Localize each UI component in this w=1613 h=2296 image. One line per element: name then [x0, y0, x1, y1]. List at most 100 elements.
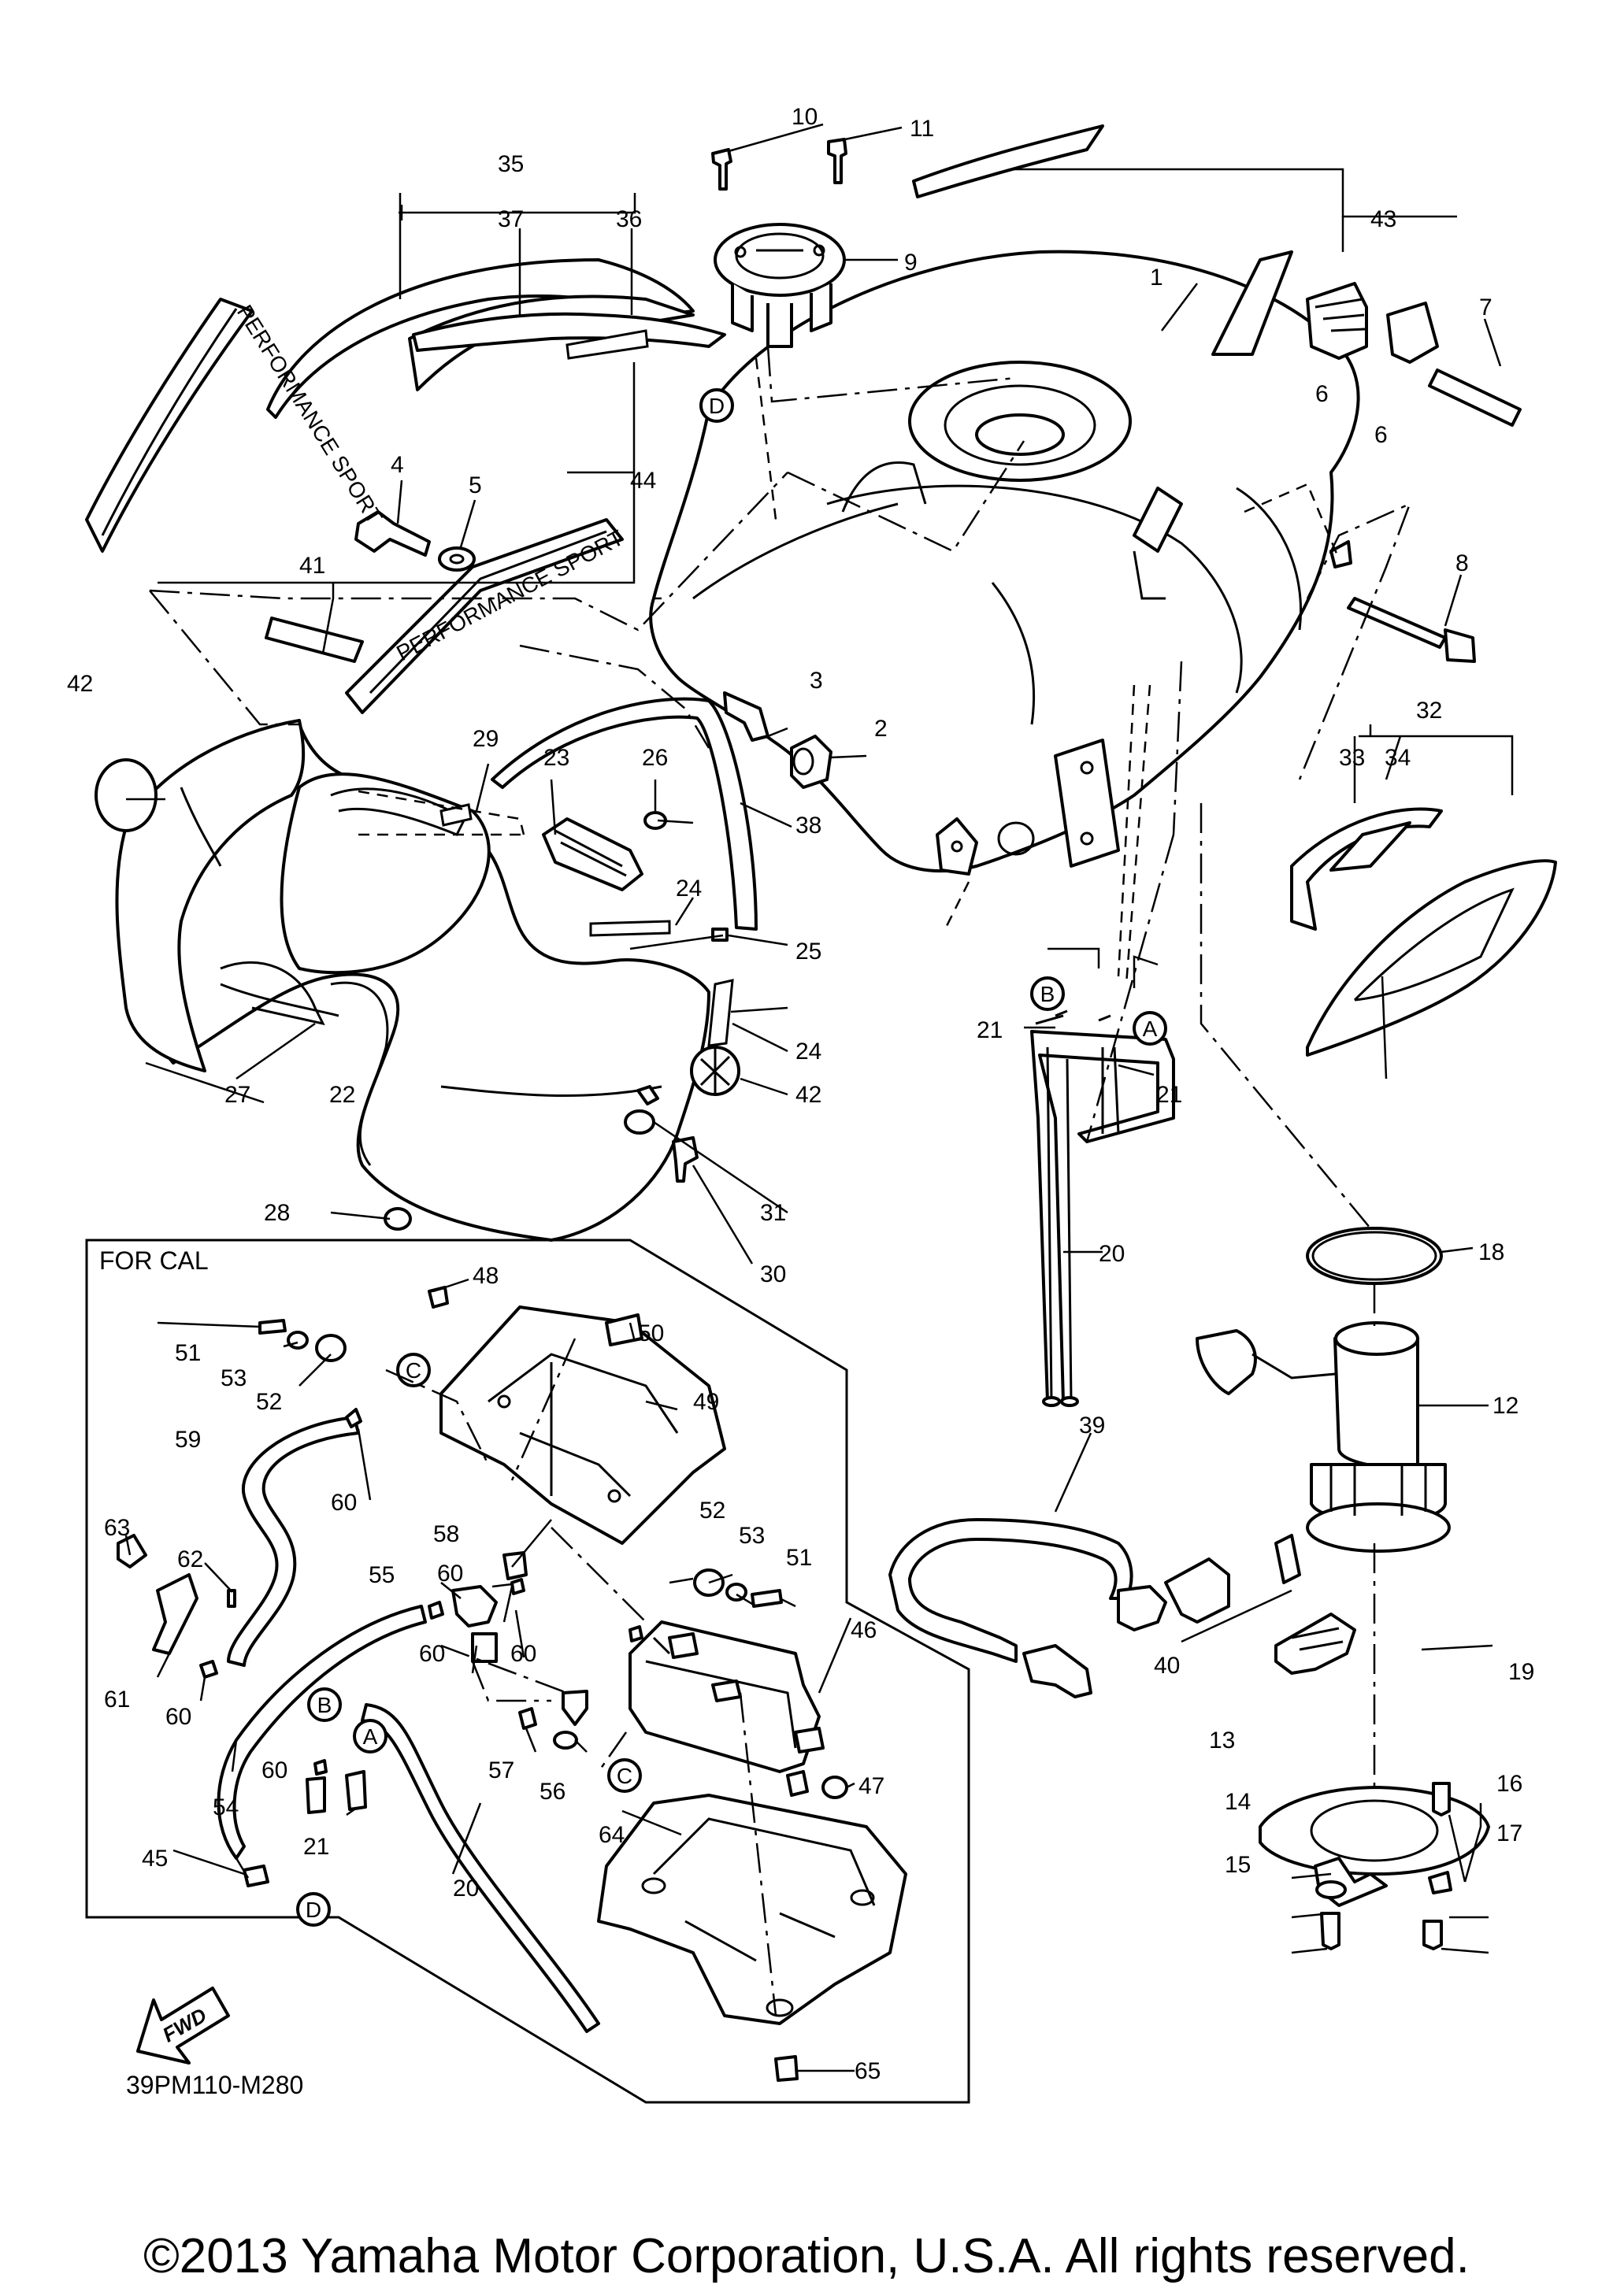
- callout-52-right: 52: [699, 1498, 725, 1524]
- callout-24-upper: 24: [676, 876, 702, 902]
- callout-41: 41: [299, 553, 325, 579]
- connection-letter-b-inset: B: [317, 1693, 332, 1717]
- callout-62: 62: [177, 1546, 203, 1572]
- callout-16: 16: [1496, 1771, 1522, 1797]
- callout-60-b: 60: [261, 1757, 287, 1783]
- callout-21-inset: 21: [303, 1834, 329, 1860]
- tank-covers: [115, 719, 710, 1242]
- callout-65: 65: [855, 2058, 881, 2084]
- reference-lines: [149, 346, 1412, 2016]
- callout-25: 25: [795, 939, 821, 965]
- callout-52-left: 52: [256, 1389, 282, 1415]
- yamaha-emblem: [384, 1046, 740, 1231]
- mounting-hardware-left: [354, 510, 832, 789]
- callout-2: 2: [874, 716, 888, 742]
- copyright-notice: ©2013 Yamaha Motor Corporation, U.S.A. A…: [143, 2229, 1470, 2283]
- callout-34: 34: [1385, 745, 1411, 771]
- callout-59: 59: [175, 1427, 201, 1453]
- connection-markers: D B A C B A C D: [296, 388, 1167, 1927]
- callout-29: 29: [473, 726, 499, 752]
- callout-47: 47: [858, 1773, 884, 1799]
- connection-letter-d-top: D: [709, 394, 725, 418]
- callout-13: 13: [1209, 1728, 1235, 1753]
- for-cal-canister-parts: [117, 1286, 907, 2082]
- breather-hoses: [1030, 1009, 1175, 1407]
- callout-15: 15: [1225, 1852, 1251, 1878]
- callout-numbers: 1 2 3 4 5 6 6 7 8 9 10 11 12 13 14 15 16…: [67, 104, 1534, 2084]
- callout-64: 64: [599, 1822, 625, 1848]
- for-cal-section-frame: [85, 1239, 970, 2104]
- callout-44: 44: [630, 468, 656, 494]
- right-decals: [912, 124, 1557, 1057]
- callout-60-canister: 60: [510, 1641, 536, 1667]
- callout-54: 54: [213, 1794, 239, 1820]
- leader-lines: [124, 123, 1514, 2072]
- callout-12: 12: [1492, 1393, 1518, 1419]
- connection-letter-c-bracket: C: [406, 1358, 421, 1383]
- callout-22: 22: [329, 1082, 355, 1108]
- callout-31: 31: [760, 1200, 786, 1226]
- callout-53-left: 53: [221, 1365, 247, 1391]
- callout-3: 3: [810, 668, 823, 694]
- callout-35: 35: [498, 151, 524, 177]
- callout-36: 36: [616, 206, 642, 232]
- callout-38: 38: [795, 813, 821, 839]
- callout-60-top: 60: [331, 1490, 357, 1516]
- callout-6-right: 6: [1374, 422, 1388, 448]
- small-rubbers: [542, 811, 734, 1047]
- fuel-pump-assembly: [888, 1227, 1490, 1950]
- callout-55: 55: [369, 1562, 395, 1588]
- connection-letter-b-hose: B: [1040, 982, 1055, 1006]
- callout-33: 33: [1339, 745, 1365, 771]
- connection-letter-a-inset: A: [363, 1724, 378, 1749]
- callout-37: 37: [498, 206, 524, 232]
- callout-20-inset: 20: [453, 1876, 479, 1902]
- callout-21-right: 21: [1156, 1082, 1182, 1108]
- connection-letter-c-inset: C: [617, 1764, 632, 1788]
- mounting-hardware-right: [1306, 282, 1522, 663]
- callout-19: 19: [1508, 1659, 1534, 1685]
- callout-61: 61: [104, 1687, 130, 1713]
- callout-7: 7: [1479, 294, 1492, 320]
- callout-14: 14: [1225, 1789, 1251, 1815]
- callout-42-left: 42: [67, 671, 93, 697]
- diagram-code: 39PM110-M280: [126, 2071, 304, 2099]
- callout-18: 18: [1478, 1239, 1504, 1265]
- callout-9: 9: [904, 250, 918, 276]
- callout-21-left: 21: [977, 1017, 1003, 1043]
- callout-49: 49: [693, 1389, 719, 1415]
- callout-40: 40: [1154, 1653, 1180, 1679]
- callout-20: 20: [1099, 1241, 1125, 1267]
- tank-strap: [491, 697, 758, 931]
- callout-51-left: 51: [175, 1340, 201, 1366]
- for-cal-section-label: FOR CAL: [99, 1246, 209, 1275]
- callout-26: 26: [642, 745, 668, 771]
- fwd-arrow-icon: FWD: [136, 1987, 230, 2065]
- callout-24-lower: 24: [795, 1039, 821, 1065]
- callout-8: 8: [1455, 550, 1469, 576]
- callout-32: 32: [1416, 698, 1442, 724]
- callout-56: 56: [540, 1779, 565, 1805]
- connection-letter-a-hose: A: [1143, 1017, 1158, 1041]
- callout-42-emblem: 42: [795, 1082, 821, 1108]
- callout-39: 39: [1079, 1413, 1105, 1439]
- callout-46: 46: [851, 1617, 877, 1643]
- left-decals: [85, 258, 726, 1017]
- callout-6-left: 6: [1315, 381, 1329, 407]
- callout-60-hose: 60: [419, 1641, 445, 1667]
- callout-57: 57: [488, 1757, 514, 1783]
- callout-30: 30: [760, 1261, 786, 1287]
- callout-60-left: 60: [165, 1704, 191, 1730]
- callout-48: 48: [473, 1263, 499, 1289]
- callout-27: 27: [224, 1082, 250, 1108]
- callout-43: 43: [1370, 206, 1396, 232]
- callout-63: 63: [104, 1515, 130, 1541]
- callout-53-right: 53: [739, 1523, 765, 1549]
- callout-28: 28: [264, 1200, 290, 1226]
- callout-45: 45: [142, 1846, 168, 1872]
- callout-4: 4: [391, 452, 404, 478]
- callout-51-right: 51: [786, 1545, 812, 1571]
- callout-23: 23: [543, 745, 569, 771]
- fuel-tank-assembly: [649, 250, 1360, 876]
